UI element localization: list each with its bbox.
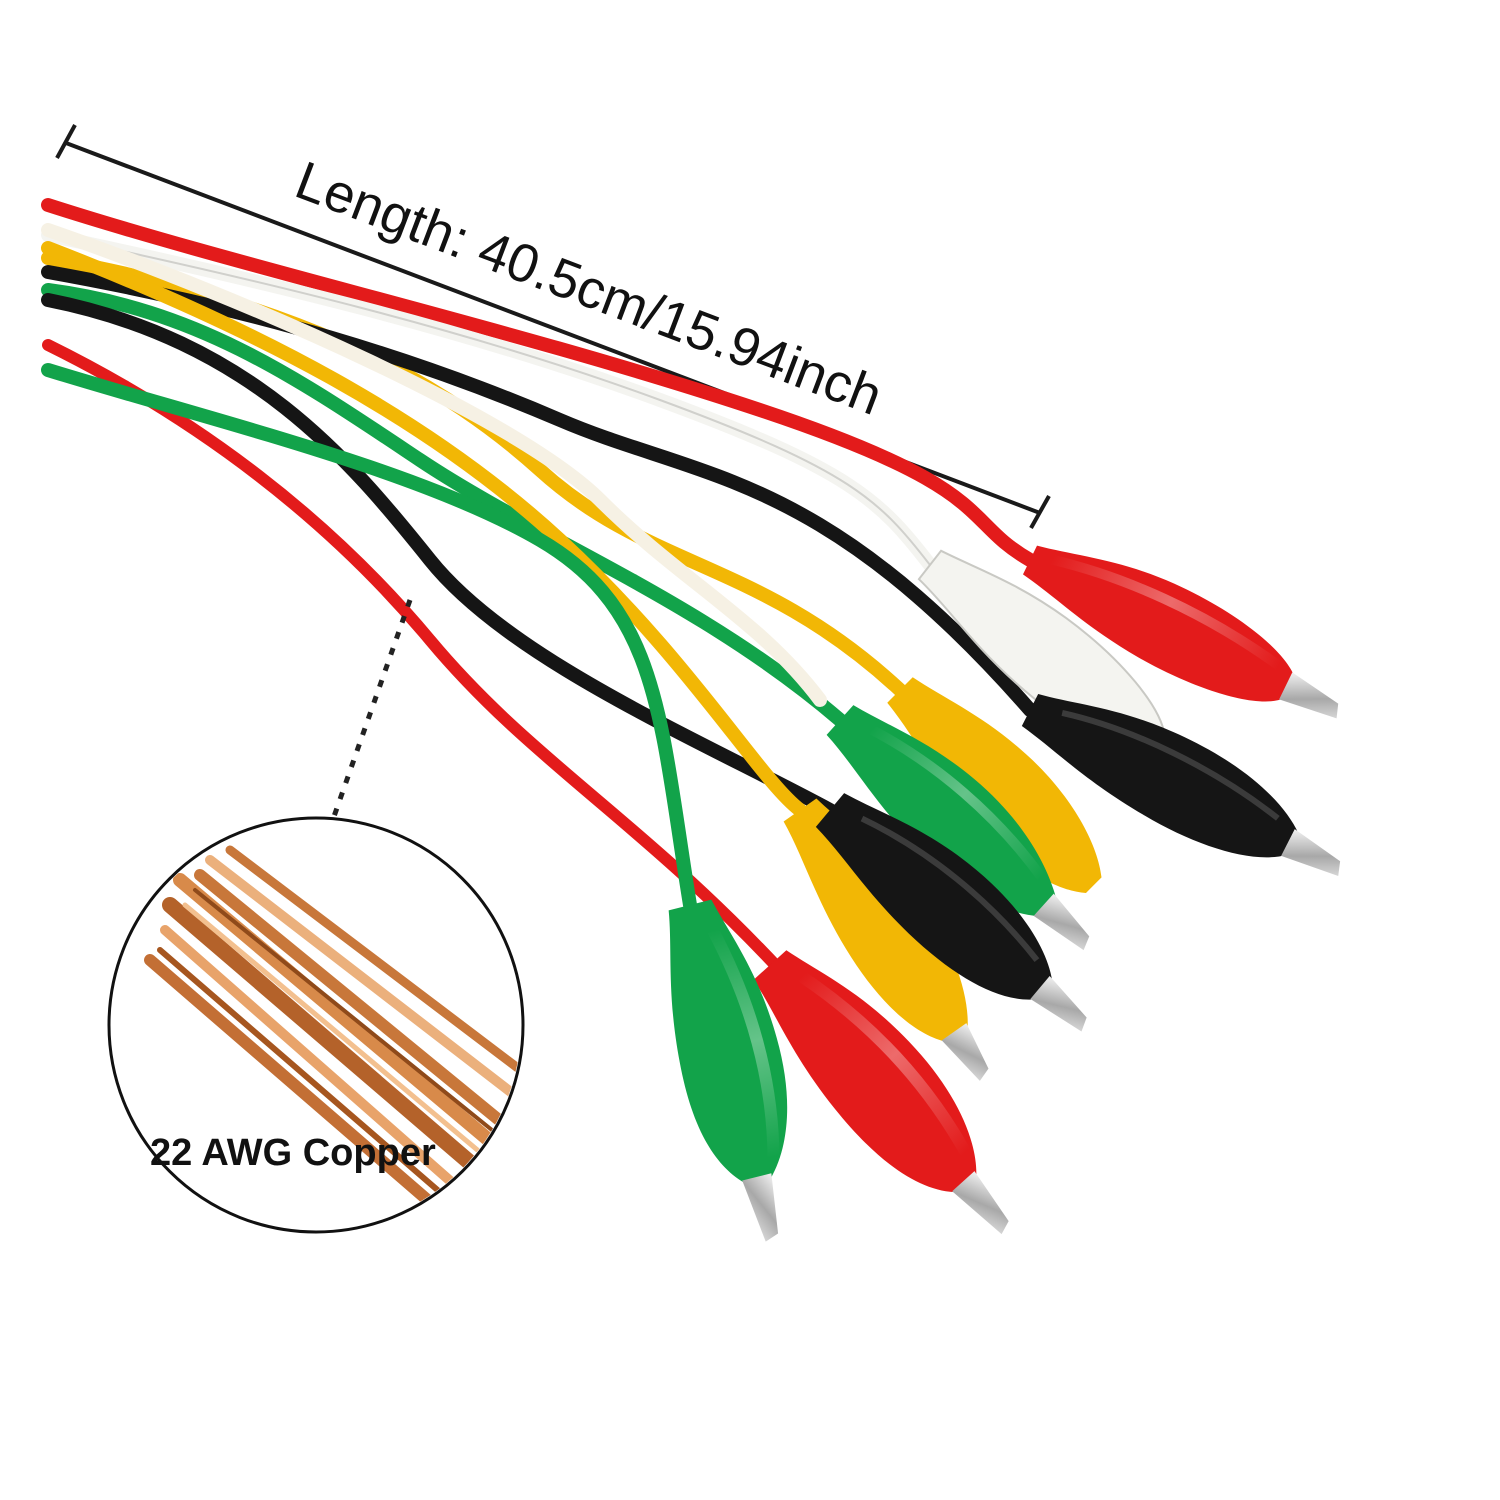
copper-magnifier (107, 816, 525, 1234)
clip-yellow-lower (783, 798, 989, 1081)
wire-black-left (41, 293, 837, 817)
clip-red-top (1022, 545, 1339, 719)
wire-white-outline (47, 234, 931, 566)
wire-spec-caption: 22 AWG Copper (150, 1132, 436, 1174)
clip-green-lower (668, 899, 788, 1242)
clip-yellow-top (887, 677, 1102, 893)
wire-red-top (41, 198, 1037, 567)
wire-red-lower (42, 339, 786, 976)
zoom-leader-line (315, 599, 413, 863)
clip-red-lower (753, 950, 1009, 1235)
wire-white-lower (41, 223, 827, 707)
wire-green-lower (41, 363, 697, 912)
wire-yellow-lower (41, 241, 807, 817)
wire-black-right (41, 265, 1037, 717)
length-label: Length: 40.5cm/15.94inch (288, 150, 890, 427)
wire-green-top (41, 283, 847, 727)
clip-black-right (1021, 693, 1341, 877)
clip-black-left (815, 793, 1087, 1032)
wire-bundle (41, 198, 1037, 976)
clip-green-top (826, 705, 1090, 951)
